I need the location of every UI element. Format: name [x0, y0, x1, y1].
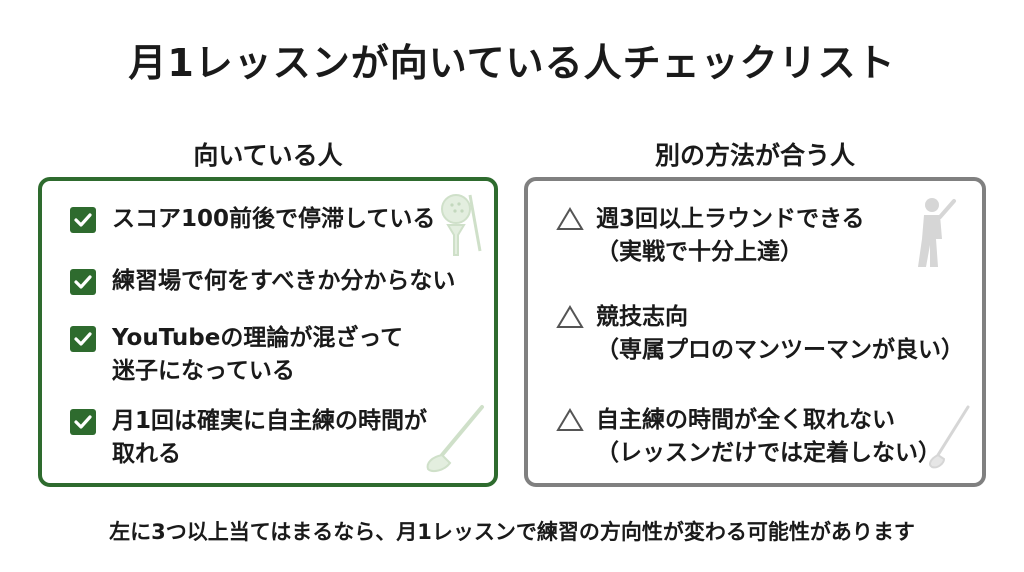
- triangle-icon: [556, 305, 584, 328]
- item-text: 自主練の時間が全く取れない: [596, 407, 895, 433]
- golfer-icon: [918, 198, 956, 267]
- item-text: 競技志向: [596, 304, 688, 330]
- alternative-panel: 週3回以上ラウンドできる （実戦で十分上達） 競技志向 （専属プロのマンツーマン…: [524, 177, 986, 487]
- checkbox-icon: [70, 207, 96, 233]
- item-text: スコア100前後で停滞している: [112, 206, 436, 232]
- item-text: 練習場で何をすべきか分からない: [112, 268, 456, 294]
- item-subtext: （レッスンだけでは定着しない）: [596, 440, 941, 466]
- triangle-icon: [556, 207, 584, 230]
- item-subtext: （専属プロのマンツーマンが良い）: [596, 337, 964, 363]
- golf-ball-tee-icon: [441, 194, 482, 256]
- checkbox-icon: [70, 409, 96, 435]
- left-column-heading: 向いている人: [193, 141, 343, 170]
- checkbox-icon: [70, 326, 96, 352]
- item-text: 迷子になっている: [112, 358, 295, 384]
- item-text: 週3回以上ラウンドできる: [596, 206, 865, 232]
- right-column-heading: 別の方法が合う人: [654, 141, 855, 170]
- item-text: 月1回は確実に自主練の時間が: [112, 408, 428, 434]
- item-text: YouTubeの理論が混ざって: [112, 325, 404, 351]
- item-subtext: （実戦で十分上達）: [596, 239, 803, 265]
- triangle-icon: [556, 408, 584, 431]
- footer-note: 左に3つ以上当てはまるなら、月1レッスンで練習の方向性が変わる可能性があります: [109, 520, 915, 544]
- page-title: 月1レッスンが向いている人チェックリスト: [128, 41, 896, 85]
- suited-panel: スコア100前後で停滞している 練習場で何をすべきか分からない YouTubeの…: [38, 177, 498, 487]
- checkbox-icon: [70, 269, 96, 295]
- item-text: 取れる: [112, 441, 181, 467]
- golf-club-icon: [426, 405, 484, 472]
- golf-club-icon: [929, 405, 970, 469]
